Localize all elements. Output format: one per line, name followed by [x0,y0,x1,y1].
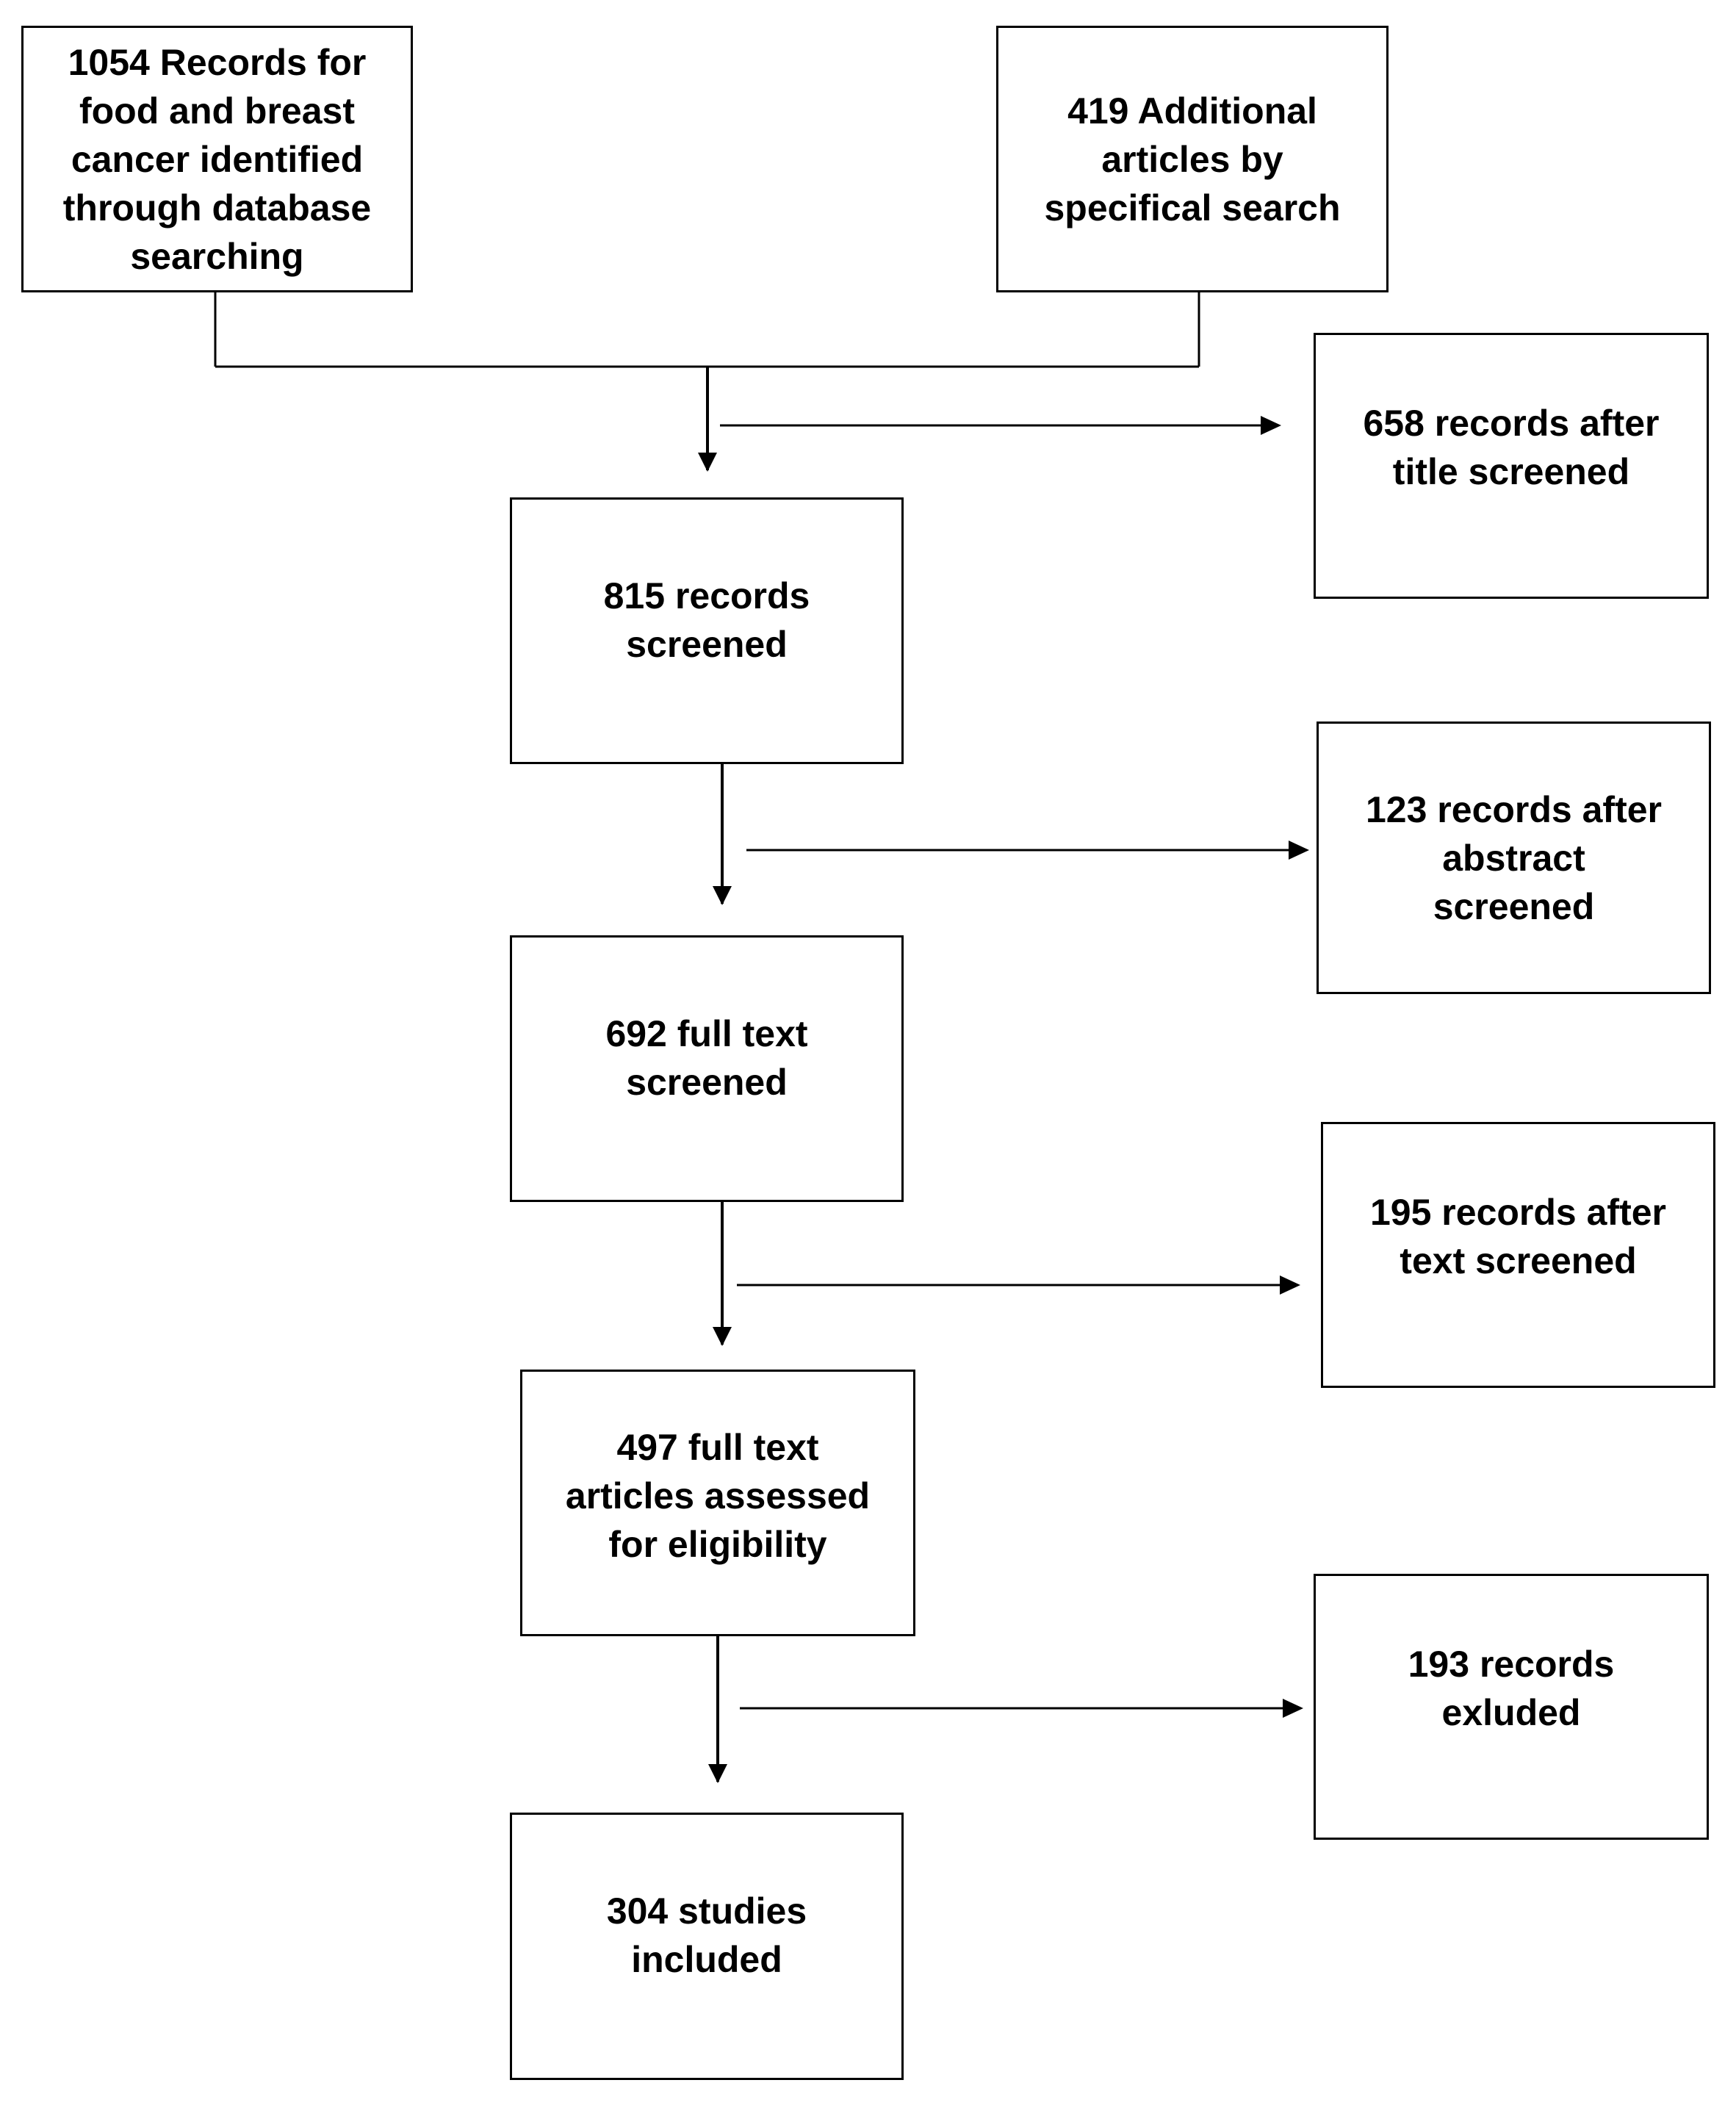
abstract-screened-excluded-box: 123 records after abstract screened [1317,722,1711,994]
arrowhead-to-screened [698,453,717,472]
arrowhead-to-text-excluded [1280,1275,1300,1295]
arrowhead-to-included [708,1764,727,1783]
text-screened-excluded-box: 195 records after text screened [1321,1122,1715,1388]
arrowhead-to-eligible [713,1327,732,1346]
arrowhead-to-abstract-excluded [1289,841,1309,860]
records-excluded-box: 193 records exluded [1314,1574,1709,1840]
eligibility-assessed-box: 497 full text articles assessed for elig… [520,1370,915,1636]
database-records-box: 1054 Records for food and breast cancer … [21,26,413,292]
full-text-screened-box: 692 full text screened [510,935,904,1202]
arrowhead-to-title-excluded [1261,416,1281,435]
additional-articles-box: 419 Additional articles by specifical se… [996,26,1389,292]
studies-included-box: 304 studies included [510,1813,904,2080]
arrowhead-to-excluded [1283,1699,1303,1718]
arrowhead-to-fulltext [713,886,732,905]
records-screened-box: 815 records screened [510,497,904,764]
title-screened-excluded-box: 658 records after title screened [1314,333,1709,599]
